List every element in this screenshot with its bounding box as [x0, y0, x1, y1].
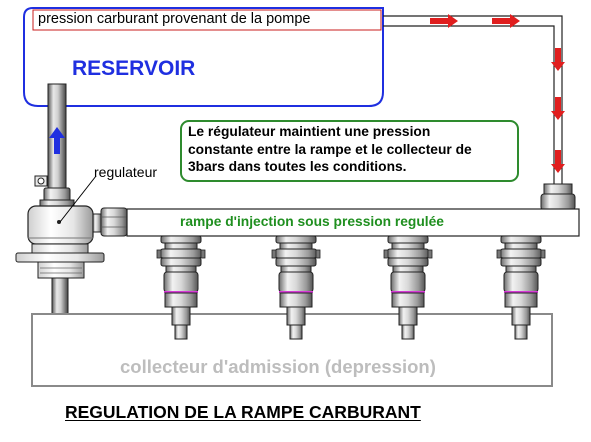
injection-rail — [126, 208, 580, 237]
diagram-title: REGULATION DE LA RAMPE CARBURANT — [65, 402, 421, 422]
injector-2 — [271, 235, 321, 340]
return-arrow — [49, 127, 65, 154]
supply-line — [383, 15, 563, 186]
rail-inlet-fitting — [540, 183, 576, 211]
rail-label: rampe d'injection sous pression regulée — [180, 214, 444, 229]
flow-arrows-vertical — [551, 48, 565, 173]
pump-pressure-label: pression carburant provenant de la pompe — [38, 11, 311, 27]
flow-arrows-horizontal — [430, 14, 520, 28]
injector-3 — [383, 235, 433, 340]
regulator-rail-fitting — [92, 207, 128, 237]
manifold-label: collecteur d'admission (depression) — [120, 356, 436, 377]
injector-4 — [496, 235, 546, 340]
pipe-clamp — [34, 175, 48, 187]
injector-1 — [156, 235, 206, 340]
regulator-note: Le régulateur maintient une pression con… — [180, 120, 519, 182]
regulator-body — [15, 205, 105, 315]
reservoir-outline — [23, 7, 384, 107]
regulator-label: regulateur — [94, 164, 158, 180]
regulator-leader — [59, 175, 97, 223]
pump-label-box — [32, 9, 382, 31]
reservoir-label: RESERVOIR — [72, 57, 196, 80]
